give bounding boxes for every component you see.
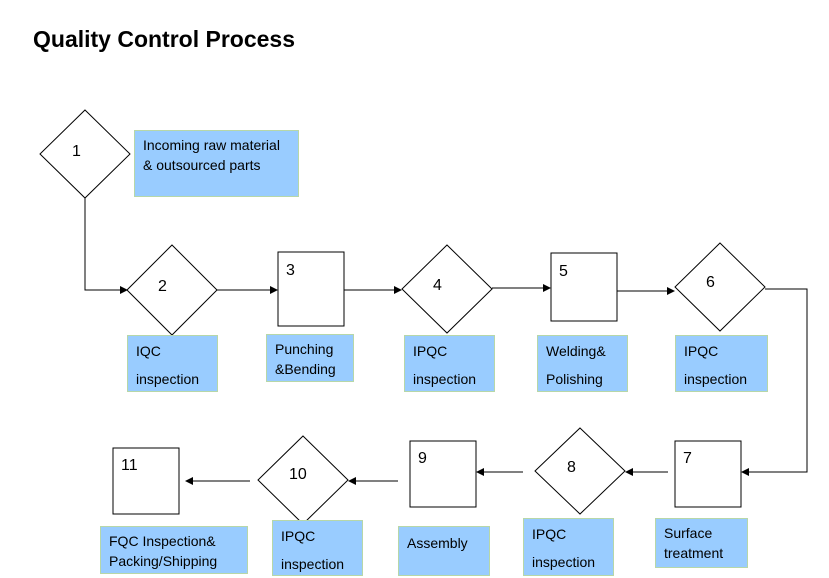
label-line: Packing/Shipping <box>109 553 218 569</box>
step-number: 9 <box>418 450 427 467</box>
step-number: 2 <box>158 278 167 295</box>
step-3-box <box>277 251 345 327</box>
label-line: inspection <box>136 371 200 387</box>
step-5-box <box>550 252 618 322</box>
label-line: IPQC <box>684 343 719 359</box>
step-7-box <box>674 440 742 508</box>
step-3-label: Punching &Bending <box>266 334 354 382</box>
connector-1-2 <box>84 198 128 294</box>
step-6-diamond <box>674 242 766 332</box>
step-8-diamond <box>534 427 626 515</box>
step-number: 11 <box>121 457 138 474</box>
label-line: IPQC <box>281 528 316 544</box>
step-1-label: Incoming raw material & outsourced parts <box>134 130 299 197</box>
step-number: 8 <box>567 459 576 476</box>
step-number: 7 <box>683 450 692 467</box>
label-line: inspection <box>532 554 596 570</box>
label-line: &Bending <box>275 361 336 377</box>
step-number: 1 <box>72 143 81 160</box>
step-9-label: Assembly <box>398 526 490 576</box>
step-11-box <box>112 447 180 515</box>
label-line: FQC Inspection& <box>109 533 216 549</box>
connector-6-7 <box>741 288 808 476</box>
label-line: Surface <box>664 525 713 541</box>
step-number: 4 <box>433 277 442 294</box>
step-4-diamond <box>401 244 493 334</box>
step-4-label: IPQC inspection <box>404 335 495 392</box>
label-line: IPQC <box>413 343 448 359</box>
step-7-label: Surface treatment <box>655 518 748 568</box>
step-number: 10 <box>289 466 307 483</box>
label-line: IPQC <box>532 526 567 542</box>
label-line: Welding& <box>546 343 606 359</box>
step-2-label: IQC inspection <box>127 335 218 392</box>
step-10-label: IPQC inspection <box>272 520 363 576</box>
label-line: & outsourced parts <box>143 157 261 173</box>
step-number: 5 <box>559 263 568 280</box>
label-line: Assembly <box>407 535 468 551</box>
label-line: IQC <box>136 343 161 359</box>
label-line: Polishing <box>546 371 603 387</box>
step-1-diamond <box>39 109 131 199</box>
step-number: 6 <box>706 274 715 291</box>
label-line: Incoming raw material <box>143 137 280 153</box>
step-number: 3 <box>286 262 295 279</box>
label-line: treatment <box>664 545 724 561</box>
step-5-label: Welding& Polishing <box>537 335 628 392</box>
step-8-label: IPQC inspection <box>523 518 614 576</box>
label-line: inspection <box>684 371 748 387</box>
step-2-diamond <box>126 244 218 336</box>
step-9-box <box>409 440 477 508</box>
label-line: Punching <box>275 341 334 357</box>
page-title: Quality Control Process <box>33 26 296 52</box>
step-6-label: IPQC inspection <box>675 335 768 392</box>
label-line: inspection <box>281 556 345 572</box>
label-line: inspection <box>413 371 477 387</box>
step-11-label: FQC Inspection& Packing/Shipping <box>100 526 248 574</box>
